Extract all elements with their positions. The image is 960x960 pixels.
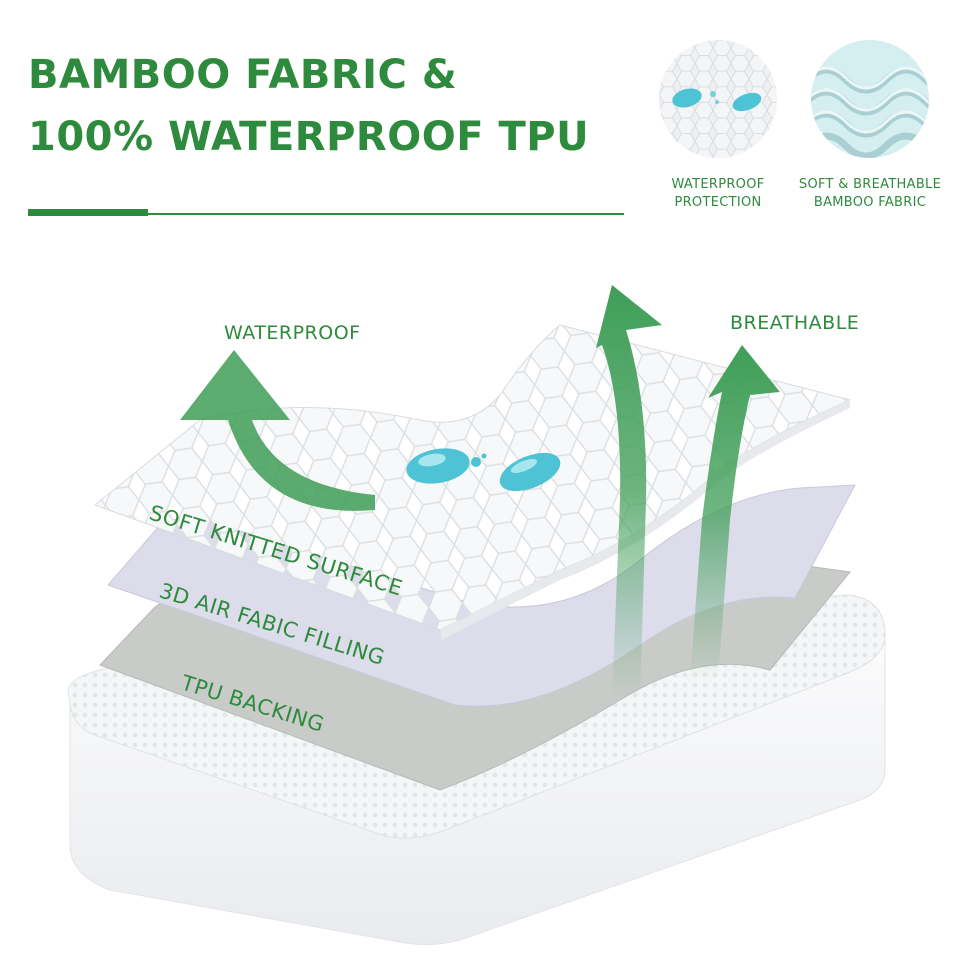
water-droplet-icon bbox=[659, 40, 777, 158]
bamboo-fiber-icon bbox=[811, 40, 929, 158]
feature-waterproof: WATERPROOF PROTECTION bbox=[638, 40, 798, 212]
breathable-arrow-icon bbox=[690, 345, 780, 680]
feature-label: WATERPROOF PROTECTION bbox=[671, 177, 765, 210]
waterproof-callout: WATERPROOF bbox=[224, 322, 361, 344]
title-line-2: 100% WATERPROOF TPU bbox=[28, 114, 590, 160]
knitted-surface-layer bbox=[93, 324, 852, 640]
waterproof-arrow-icon bbox=[180, 350, 375, 511]
feature-label: SOFT & BREATHABLE BAMBOO FABRIC bbox=[798, 177, 942, 210]
title-divider-accent bbox=[28, 209, 148, 216]
breathable-arrow-icon bbox=[596, 285, 662, 700]
page-title: BAMBOO FABRIC & 100% WATERPROOF TPU bbox=[28, 44, 589, 168]
feature-bamboo: SOFT & BREATHABLE BAMBOO FABRIC bbox=[790, 40, 950, 212]
title-line-1: BAMBOO FABRIC & bbox=[28, 52, 458, 98]
water-droplet bbox=[499, 452, 561, 492]
title-divider bbox=[28, 213, 624, 215]
breathable-callout: BREATHABLE bbox=[730, 312, 860, 334]
